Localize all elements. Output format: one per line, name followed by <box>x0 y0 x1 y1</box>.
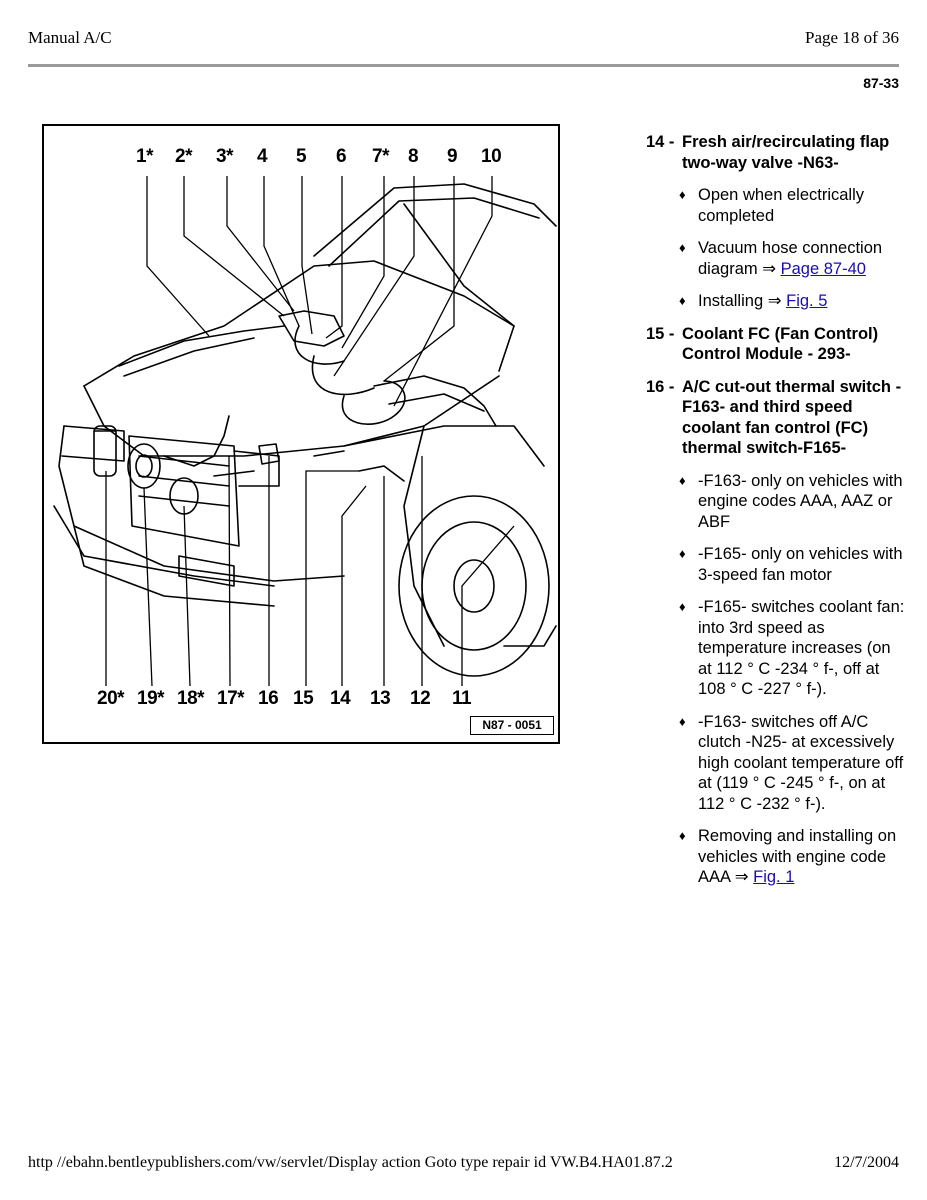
callout-6: 6 <box>336 146 347 167</box>
legend-item-16: 16 - A/C cut-out thermal switch -F163- a… <box>646 377 906 459</box>
source-url: http //ebahn.bentleypublishers.com/vw/se… <box>28 1154 673 1171</box>
callout-1: 1* <box>136 146 153 167</box>
diamond-bullet-icon: ♦ <box>679 293 686 308</box>
bullet: ♦ -F163- only on vehicles with engine co… <box>646 471 906 533</box>
figure-code: N87 - 0051 <box>470 716 554 735</box>
item-number: 16 - <box>646 377 675 396</box>
diamond-bullet-icon: ♦ <box>679 713 686 729</box>
item-title: A/C cut-out thermal switch -F163- and th… <box>682 377 902 458</box>
callout-14: 14 <box>330 688 351 709</box>
callout-9: 9 <box>447 146 458 167</box>
bullet: ♦ -F165- only on vehicles with 3-speed f… <box>646 544 906 585</box>
header-divider <box>28 64 899 67</box>
callout-16: 16 <box>258 688 279 709</box>
bullet: ♦ Open when electrically completed <box>646 185 906 226</box>
diamond-bullet-icon: ♦ <box>679 546 686 561</box>
engine-bay-diagram: 1* 2* 3* 4 5 6 7* 8 9 10 20* 19* 18* 17*… <box>42 124 560 744</box>
callout-8: 8 <box>408 146 419 167</box>
legend-item-14: 14 - Fresh air/recirculating flap two-wa… <box>646 132 906 173</box>
bullet: ♦ Vacuum hose connection diagram ⇒ Page … <box>646 238 906 279</box>
bullet-text: Installing ⇒ <box>698 292 787 310</box>
callout-2: 2* <box>175 146 192 167</box>
callout-15: 15 <box>293 688 314 709</box>
bullet-text: Removing and installing on vehicles with… <box>698 827 897 886</box>
bullet-text: -F163- only on vehicles with engine code… <box>698 471 903 531</box>
item-title: Coolant FC (Fan Control) Control Module … <box>682 324 879 364</box>
bullet-text: Vacuum hose connection diagram ⇒ <box>698 239 883 278</box>
callout-5: 5 <box>296 146 307 167</box>
diamond-bullet-icon: ♦ <box>679 472 686 488</box>
callout-10: 10 <box>481 146 502 167</box>
legend-item-15: 15 - Coolant FC (Fan Control) Control Mo… <box>646 324 906 365</box>
section-code: 87-33 <box>863 75 899 91</box>
callout-3: 3* <box>216 146 233 167</box>
callout-20: 20* <box>97 688 125 709</box>
link-page-87-40[interactable]: Page 87-40 <box>780 259 866 278</box>
diamond-bullet-icon: ♦ <box>679 828 686 843</box>
diamond-bullet-icon: ♦ <box>679 240 686 255</box>
callout-19: 19* <box>137 688 165 709</box>
item-title: Fresh air/recirculating flap two-way val… <box>682 133 890 172</box>
bullet-text: Open when electrically completed <box>698 186 864 225</box>
page-number: Page 18 of 36 <box>805 28 899 47</box>
bullet-text: -F165- switches coolant fan: into 3rd sp… <box>698 598 905 698</box>
bullet: ♦ Installing ⇒ Fig. 5 <box>646 291 906 312</box>
print-date: 12/7/2004 <box>834 1154 899 1171</box>
bullet-text: -F165- only on vehicles with 3-speed fan… <box>698 545 903 584</box>
link-fig-1[interactable]: Fig. 1 <box>753 868 795 886</box>
leader-lines <box>105 176 515 687</box>
callout-7: 7* <box>372 146 389 167</box>
bullet: ♦ -F165- switches coolant fan: into 3rd … <box>646 597 906 700</box>
bullet-text: -F163- switches off A/C clutch -N25- at … <box>698 712 904 813</box>
callout-4: 4 <box>257 146 268 167</box>
document-title: Manual A/C <box>28 28 112 47</box>
bullet: ♦ -F163- switches off A/C clutch -N25- a… <box>646 712 906 815</box>
car-line-drawing <box>53 183 557 677</box>
item-number: 15 - <box>646 324 675 343</box>
link-fig-5[interactable]: Fig. 5 <box>786 292 828 310</box>
legend-column: 14 - Fresh air/recirculating flap two-wa… <box>646 132 906 900</box>
diamond-bullet-icon: ♦ <box>679 599 686 614</box>
callout-18: 18* <box>177 688 205 709</box>
item-number: 14 - <box>646 133 675 151</box>
callout-17: 17* <box>217 688 245 709</box>
callout-11: 11 <box>452 688 472 709</box>
callout-12: 12 <box>410 688 431 709</box>
bullet: ♦ Removing and installing on vehicles wi… <box>646 826 906 888</box>
diamond-bullet-icon: ♦ <box>679 187 686 202</box>
callout-13: 13 <box>370 688 391 709</box>
